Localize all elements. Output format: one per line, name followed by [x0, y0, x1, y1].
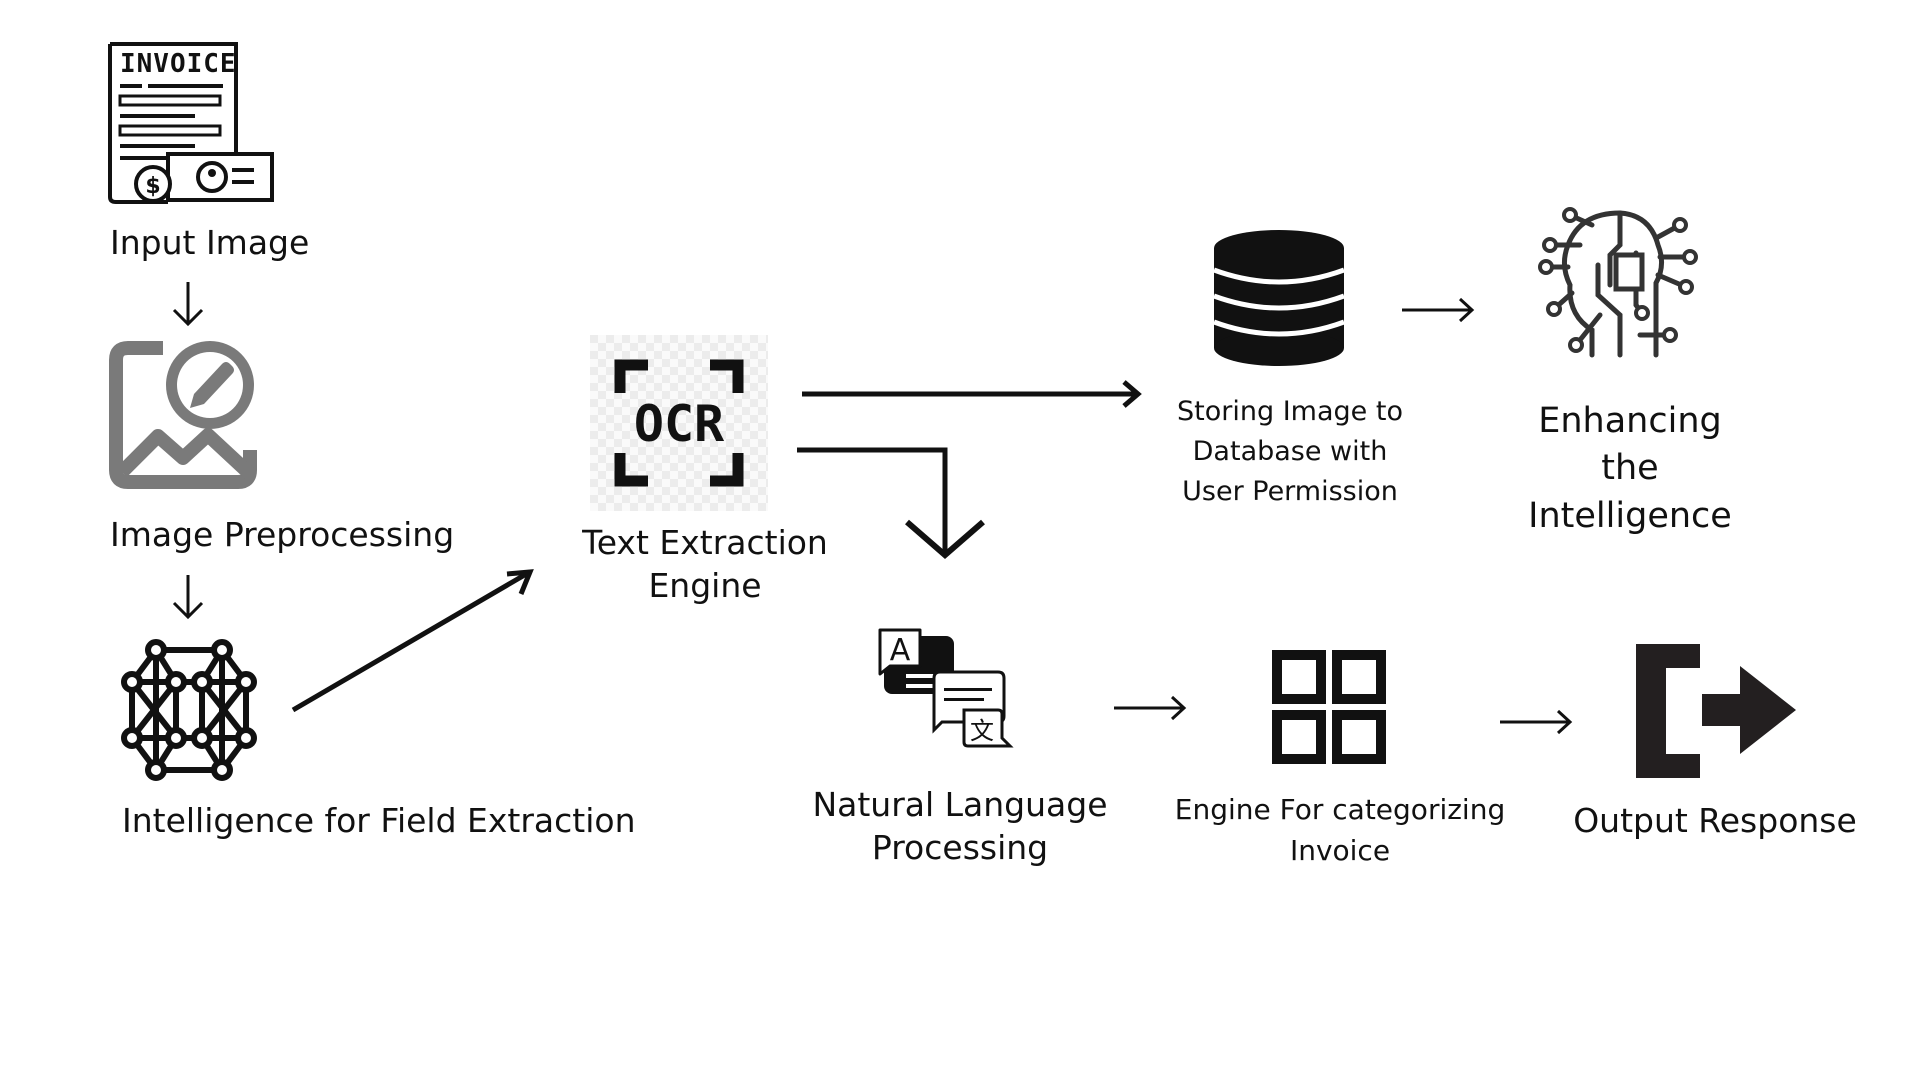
storage-label-line2: Database with	[1192, 435, 1388, 467]
ocr-icon: OCR	[590, 335, 768, 511]
arrow-field-extraction-to-ocr	[291, 569, 534, 713]
enhancing-label-line2: the	[1601, 448, 1659, 489]
invoice-icon: INVOICE $	[108, 42, 274, 204]
ai-brain-icon	[1538, 207, 1698, 358]
translate-icon: A 文	[878, 628, 1014, 748]
field-extraction-label: Intelligence for Field Extraction	[122, 801, 636, 840]
svg-text:$: $	[145, 174, 160, 199]
text-extraction-label-line2: Engine	[648, 565, 762, 605]
arrow-nlp-to-categorizing	[1114, 695, 1187, 721]
arrow-input-to-preprocessing	[172, 282, 204, 327]
enhancing-label: Enhancing the Intelligence	[1500, 398, 1760, 540]
image-preprocessing-label: Image Preprocessing	[110, 515, 455, 554]
arrow-ocr-to-storage	[802, 380, 1142, 408]
arrow-ocr-to-nlp	[797, 447, 985, 559]
categorizing-label-line1: Engine For categorizing	[1174, 793, 1506, 826]
arrow-categorizing-to-output	[1500, 709, 1573, 735]
enhancing-label-line3: Intelligence	[1528, 495, 1732, 536]
nlp-label-line1: Natural Language	[812, 785, 1108, 824]
input-image-label: Input Image	[110, 223, 310, 262]
arrow-preprocessing-to-field-extraction	[172, 575, 204, 620]
exit-icon	[1636, 644, 1796, 778]
arrow-storage-to-enhancing	[1402, 297, 1475, 323]
translate-icon-text-b: 文	[970, 717, 994, 745]
storage-label-line1: Storing Image to	[1177, 396, 1403, 427]
neural-network-icon	[121, 639, 257, 781]
text-extraction-label: Text Extraction Engine	[570, 522, 840, 608]
database-icon	[1213, 230, 1345, 366]
invoice-icon-text: INVOICE	[120, 49, 237, 79]
categorizing-label: Engine For categorizing Invoice	[1160, 790, 1520, 871]
grid-icon	[1272, 650, 1386, 764]
nlp-label: Natural Language Processing	[810, 784, 1110, 870]
categorizing-label-line2: Invoice	[1289, 833, 1391, 867]
image-edit-icon	[109, 341, 257, 489]
nlp-label-line2: Processing	[871, 827, 1049, 867]
storage-label: Storing Image to Database with User Perm…	[1150, 392, 1430, 512]
ocr-icon-text: OCR	[634, 395, 725, 453]
translate-icon-text-a: A	[890, 633, 911, 668]
output-label: Output Response	[1573, 801, 1857, 840]
text-extraction-label-line1: Text Extraction	[582, 523, 828, 562]
storage-label-line3: User Permission	[1182, 475, 1398, 507]
enhancing-label-line1: Enhancing	[1538, 401, 1722, 441]
